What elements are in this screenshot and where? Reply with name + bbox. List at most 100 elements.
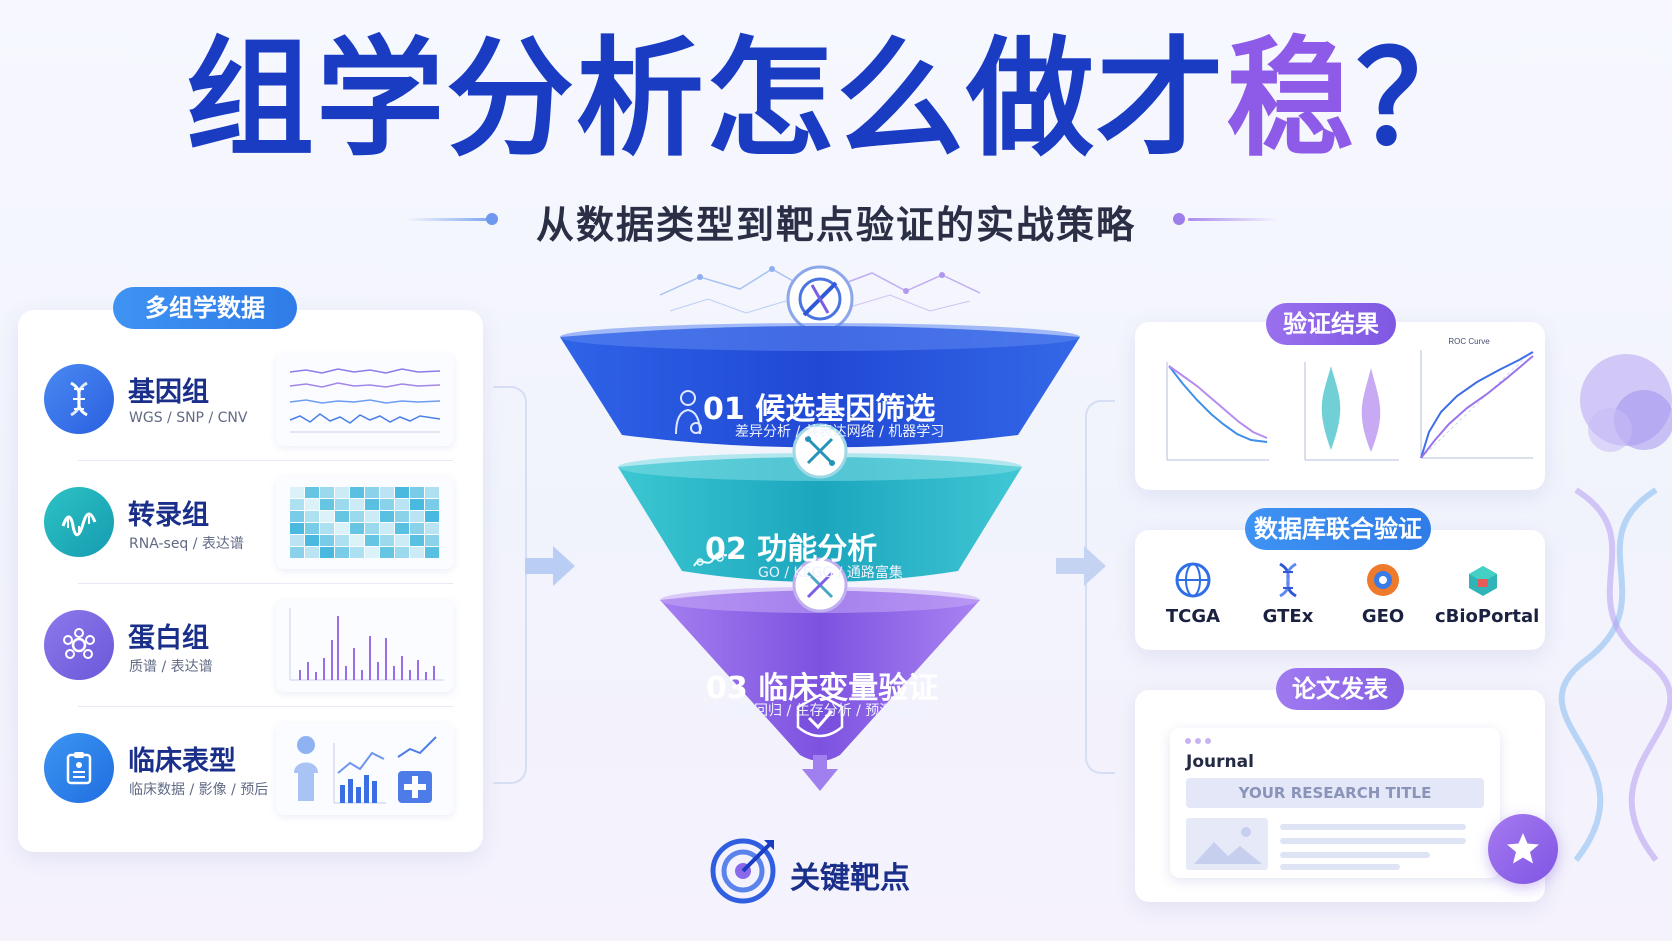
omics-row-transcriptome: 转录组 RNA-seq / 表达谱 bbox=[18, 461, 483, 584]
heatmap-cell bbox=[320, 547, 334, 558]
heatmap-cell bbox=[365, 547, 379, 558]
heatmap-cell bbox=[290, 499, 304, 510]
heatmap-cell bbox=[395, 523, 409, 534]
publication-panel: Journal YOUR RESEARCH TITLE bbox=[1135, 690, 1545, 902]
heatmap-cell bbox=[290, 547, 304, 558]
subtitle-row: 从数据类型到靶点验证的实战策略 bbox=[0, 190, 1672, 250]
omics-name: 蛋白组 bbox=[128, 623, 209, 654]
heatmap-cell bbox=[365, 523, 379, 534]
analysis-funnel bbox=[560, 265, 1080, 791]
omics-desc: WGS / SNP / CNV bbox=[129, 410, 248, 426]
star-badge bbox=[1488, 814, 1558, 884]
heatmap-cell bbox=[320, 535, 334, 546]
database-item-tcga[interactable]: TCGA bbox=[1145, 560, 1241, 627]
network-node-icon bbox=[792, 423, 848, 479]
star-icon bbox=[1507, 833, 1539, 864]
omics-name: 转录组 bbox=[128, 500, 209, 531]
heatmap-cell bbox=[290, 487, 304, 498]
heatmap-cell bbox=[410, 511, 424, 522]
heatmap-cell bbox=[380, 511, 394, 522]
geo-logo-icon bbox=[1367, 564, 1399, 596]
dna-decoration bbox=[1558, 354, 1672, 862]
database-item-geo[interactable]: GEO bbox=[1335, 560, 1431, 627]
right-bracket bbox=[1085, 400, 1115, 774]
database-label: TCGA bbox=[1165, 606, 1221, 627]
heatmap-cell bbox=[290, 523, 304, 534]
mass-spectrum-thumbnail bbox=[276, 600, 454, 692]
main-title: 组学分析怎么做才稳？ bbox=[0, 29, 1672, 171]
omics-desc: 临床数据 / 影像 / 预后 bbox=[129, 782, 269, 798]
heatmap-cell bbox=[425, 487, 439, 498]
heatmap-cell bbox=[425, 535, 439, 546]
heatmap-cell bbox=[350, 511, 364, 522]
stage-1-title: 01 候选基因筛选 bbox=[703, 392, 936, 427]
clinical-thumbnail bbox=[276, 723, 454, 815]
heatmap-cell bbox=[335, 547, 349, 558]
main-title-text: 组学分析怎么做才 bbox=[185, 25, 1226, 174]
omics-desc: 质谱 / 表达谱 bbox=[129, 659, 213, 675]
heatmap-cell bbox=[410, 487, 424, 498]
heatmap-cell bbox=[350, 535, 364, 546]
heatmap-cell bbox=[305, 535, 319, 546]
funnel-stage-1 bbox=[560, 323, 1080, 448]
heatmap-cell bbox=[335, 499, 349, 510]
clipboard-icon bbox=[44, 733, 114, 803]
database-label: cBioPortal bbox=[1435, 606, 1540, 627]
protein-cluster-icon bbox=[44, 610, 114, 680]
scientist-icon bbox=[675, 390, 702, 435]
heatmap-cell bbox=[350, 523, 364, 534]
research-title-bar: YOUR RESEARCH TITLE bbox=[1186, 778, 1484, 808]
database-validation-panel: TCGA GTEx GEO cBioPortal bbox=[1135, 530, 1545, 650]
subtitle-left-line bbox=[405, 218, 495, 221]
heatmap-cell bbox=[350, 499, 364, 510]
heatmap-cell bbox=[290, 511, 304, 522]
omics-desc: RNA-seq / 表达谱 bbox=[129, 536, 244, 552]
heatmap-cell bbox=[410, 535, 424, 546]
database-item-cbioportal[interactable]: cBioPortal bbox=[1435, 560, 1540, 627]
heatmap-cell bbox=[320, 499, 334, 510]
heatmap-cell bbox=[350, 547, 364, 558]
validation-results-panel: ROC Curve bbox=[1135, 322, 1545, 490]
subtitle-right-line bbox=[1188, 218, 1278, 221]
expression-heatmap-thumbnail bbox=[276, 477, 454, 569]
roc-chart-title: ROC Curve bbox=[1448, 337, 1490, 346]
row-divider bbox=[78, 583, 453, 584]
main-title-highlight: 稳 bbox=[1225, 25, 1356, 174]
database-validation-pill: 数据库联合验证 bbox=[1245, 508, 1431, 550]
heatmap-cell bbox=[335, 523, 349, 534]
heatmap-cell bbox=[425, 511, 439, 522]
row-divider bbox=[78, 460, 453, 461]
heatmap-cell bbox=[425, 523, 439, 534]
subtitle-left-dot bbox=[486, 213, 498, 225]
molecular-network-decoration bbox=[659, 266, 981, 314]
multi-omics-pill: 多组学数据 bbox=[113, 287, 297, 329]
check-shield-icon bbox=[796, 693, 844, 738]
down-arrow-icon bbox=[802, 755, 838, 791]
omics-row-clinical: 临床表型 临床数据 / 影像 / 预后 bbox=[18, 707, 483, 830]
stage-2-title: 02 功能分析 bbox=[705, 532, 878, 567]
multi-omics-panel: 基因组 WGS / SNP / CNV 转录组 RNA-seq / 表达谱 bbox=[18, 310, 483, 852]
heatmap-cell bbox=[380, 547, 394, 558]
heatmap-cell bbox=[365, 499, 379, 510]
stage-3-desc: 多因素回归 / 生存分析 / 预测模型 bbox=[712, 703, 922, 719]
omics-row-proteome: 蛋白组 质谱 / 表达谱 bbox=[18, 584, 483, 707]
omics-name: 临床表型 bbox=[128, 746, 236, 777]
survival-curve-chart bbox=[1166, 362, 1269, 461]
heatmap-cell bbox=[410, 547, 424, 558]
database-item-gtex[interactable]: GTEx bbox=[1240, 560, 1336, 627]
genome-track-thumbnail bbox=[276, 354, 454, 446]
dna-helix-icon bbox=[44, 364, 114, 434]
heatmap-cell bbox=[365, 535, 379, 546]
heatmap-cell bbox=[410, 523, 424, 534]
heatmap-cell bbox=[395, 487, 409, 498]
left-bracket bbox=[493, 386, 527, 784]
heatmap-cell bbox=[335, 511, 349, 522]
heatmap-cell bbox=[410, 499, 424, 510]
heatmap-cell bbox=[365, 487, 379, 498]
image-placeholder-icon bbox=[1186, 818, 1268, 870]
journal-name: Journal bbox=[1186, 752, 1254, 772]
pathway-icon bbox=[693, 552, 727, 567]
microscope-target-icon bbox=[786, 265, 854, 333]
heatmap-cell bbox=[320, 487, 334, 498]
cbioportal-logo-icon bbox=[1469, 566, 1497, 596]
